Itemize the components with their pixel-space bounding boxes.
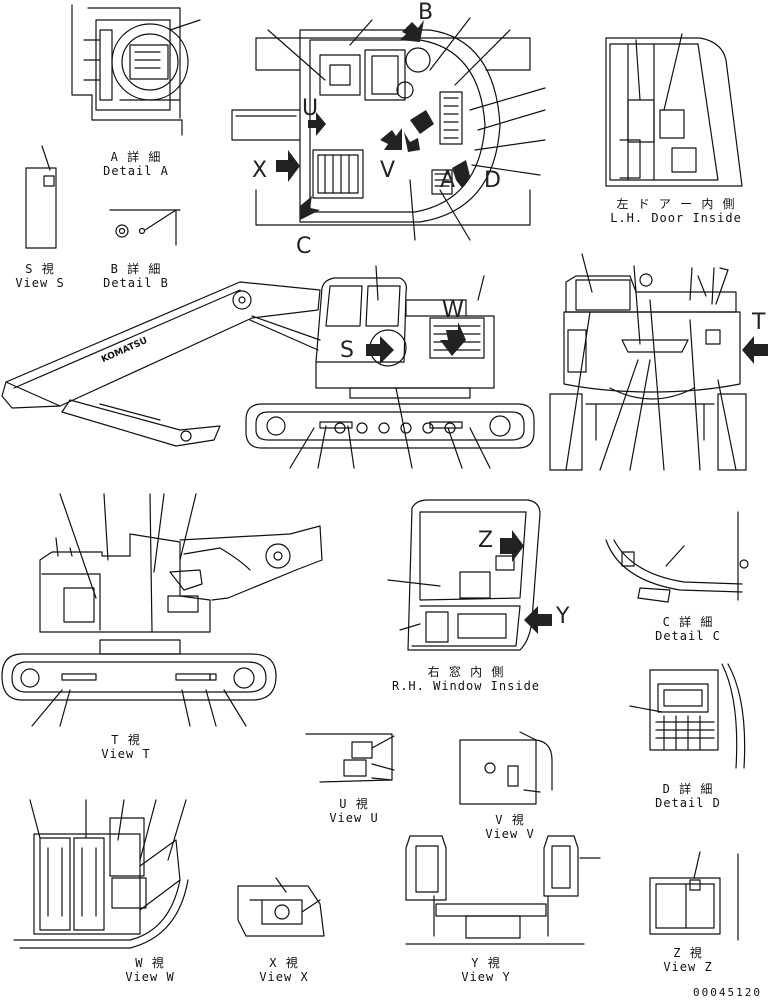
arrow-letter-v: V: [380, 158, 396, 183]
lh-door-drawing: [605, 33, 743, 187]
arrow-letter-b: B: [418, 0, 434, 25]
arrow-letter-y: Y: [556, 604, 570, 629]
view-s-drawing: [25, 145, 57, 249]
upper-structure-plan-view: [231, 17, 546, 241]
view-z-drawing: [649, 851, 739, 941]
detail-c-drawing: [605, 511, 749, 603]
arrow-letter-u: U: [302, 96, 319, 121]
arrow-letter-c: C: [296, 234, 312, 259]
detail-b-drawing: [109, 209, 181, 246]
view-y-drawing: [405, 835, 601, 945]
view-x-drawing: [237, 877, 325, 937]
arrow-letter-s: S: [340, 338, 354, 363]
view-u-drawing: [305, 733, 395, 783]
view-t-side-drawing: [1, 493, 323, 727]
view-w-drawing: [13, 799, 189, 949]
arrow-letter-a: A: [440, 168, 456, 193]
part-number: 00045120: [693, 986, 762, 999]
arrow-letter-d: D: [484, 168, 501, 193]
detail-d-drawing: [629, 663, 746, 769]
arrow-letter-z: Z: [478, 528, 494, 553]
arrow-letter-w: W: [442, 298, 464, 323]
rear-view-drawing: [549, 253, 768, 471]
excavator-side-view: [1, 265, 535, 469]
view-v-drawing: [459, 731, 553, 805]
rh-window-drawing: [387, 499, 552, 651]
arrow-letter-t: T: [752, 310, 766, 335]
arrow-letter-x: X: [252, 158, 268, 183]
detail-a-drawing: [71, 4, 201, 136]
